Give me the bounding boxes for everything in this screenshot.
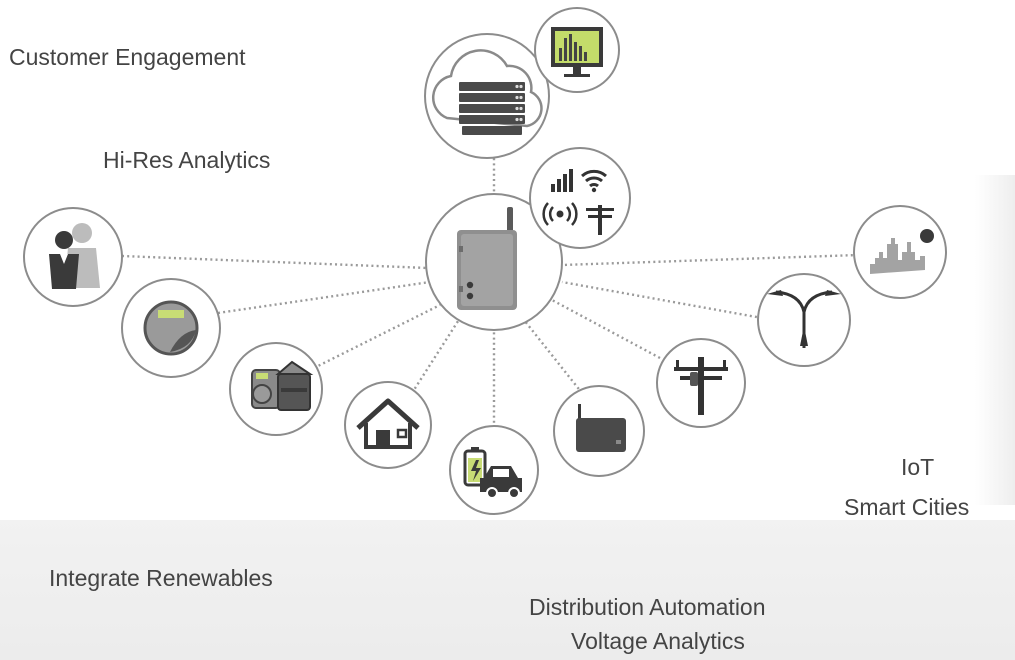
gateway-device-icon — [425, 193, 563, 331]
link-customers — [121, 254, 429, 270]
label-integrate-renewables: Integrate Renewables — [49, 565, 273, 591]
link-router — [523, 319, 583, 394]
city-skyline-icon — [853, 205, 947, 299]
link-gas-meter — [299, 303, 441, 377]
router-box-icon — [553, 385, 645, 477]
streetlight-icon — [757, 273, 851, 367]
wireless-signal-icon — [529, 147, 631, 249]
label-distribution-automation: Distribution Automation — [529, 594, 766, 620]
utility-pole-icon — [656, 338, 746, 428]
cloud-server-icon — [424, 33, 550, 159]
electric-vehicle-icon — [449, 425, 539, 515]
electric-meter-icon — [121, 278, 221, 378]
gas-meter-icon — [229, 342, 323, 436]
link-meter — [217, 280, 431, 315]
label-hi-res-analytics: Hi-Res Analytics — [103, 147, 271, 173]
link-city — [561, 253, 859, 267]
label-voltage-analytics: Voltage Analytics — [571, 628, 745, 654]
analytics-monitor-icon — [534, 7, 620, 93]
link-streetlight — [561, 280, 763, 320]
link-house — [410, 317, 462, 394]
diagram-edge-shade — [975, 175, 1015, 505]
connection-lines — [121, 153, 859, 428]
label-customer-engagement: Customer Engagement — [9, 44, 246, 70]
label-iot: IoT — [901, 454, 935, 480]
customers-icon — [23, 207, 123, 307]
label-smart-cities: Smart Cities — [844, 494, 970, 520]
house-icon — [344, 381, 432, 469]
link-pole — [551, 298, 661, 360]
